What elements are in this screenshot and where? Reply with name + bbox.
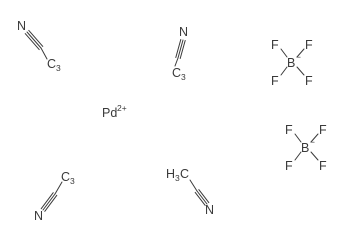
fluorine-atom: F — [305, 38, 313, 52]
acetonitrile-1: N C 3 — [17, 19, 61, 73]
nitrogen-atom: N — [205, 203, 214, 217]
triple-bond-line — [26, 31, 42, 49]
single-bond-line — [54, 181, 63, 195]
hydrogen-atom: H — [166, 167, 175, 181]
triple-bond-line — [196, 190, 208, 205]
boron-atom: B — [287, 56, 295, 70]
fluorine-atom: F — [305, 74, 313, 88]
triple-bond-line — [175, 39, 182, 58]
methyl-carbon: C — [180, 167, 189, 181]
boron-charge: − — [296, 52, 301, 62]
single-bond-line — [296, 66, 305, 76]
palladium-charge: 2+ — [117, 103, 127, 113]
triple-bond-line — [198, 189, 210, 204]
single-bond-line — [280, 48, 288, 58]
fluorine-atom: F — [271, 74, 279, 88]
nitrogen-atom: N — [17, 19, 26, 33]
acetonitrile-2: N C 3 — [172, 25, 188, 82]
methyl-carbon: C — [47, 57, 56, 71]
triple-bond-line — [44, 194, 58, 212]
methyl-carbon: C — [61, 170, 70, 184]
palladium-ion: Pd 2+ — [102, 103, 127, 120]
methyl-subscript: 3 — [175, 173, 180, 183]
single-bond-line — [280, 66, 288, 76]
tetrafluoroborate-2: F F B − F F — [285, 123, 327, 173]
triple-bond-line — [194, 191, 206, 206]
acetonitrile-3: N C 3 — [34, 170, 75, 223]
single-bond-line — [296, 48, 305, 58]
fluorine-atom: F — [319, 159, 327, 173]
single-bond-line — [189, 179, 198, 192]
boron-atom: B — [301, 141, 309, 155]
fluorine-atom: F — [285, 159, 293, 173]
tetrafluoroborate-1: F F B − F F — [271, 38, 313, 88]
nitrogen-atom: N — [179, 25, 188, 39]
triple-bond-line — [177, 39, 184, 59]
triple-bond-line — [28, 29, 44, 47]
fluorine-atom: F — [271, 38, 279, 52]
single-bond-line — [174, 57, 179, 67]
single-bond-line — [310, 133, 319, 143]
boron-charge: − — [310, 137, 315, 147]
triple-bond-line — [42, 193, 56, 211]
triple-bond-line — [24, 33, 40, 51]
palladium-symbol: Pd — [102, 106, 117, 120]
single-bond-line — [310, 151, 319, 161]
triple-bond-line — [179, 40, 186, 59]
acetonitrile-4: H 3 C N — [166, 167, 214, 217]
fluorine-atom: F — [285, 123, 293, 137]
single-bond-line — [40, 47, 48, 60]
triple-bond-line — [40, 192, 54, 210]
single-bond-line — [294, 151, 302, 161]
nitrogen-atom: N — [34, 209, 43, 223]
methyl-subscript: 3 — [70, 176, 75, 186]
methyl-carbon: C — [172, 66, 181, 80]
fluorine-atom: F — [319, 123, 327, 137]
methyl-subscript: 3 — [181, 72, 186, 82]
methyl-subscript: 3 — [56, 63, 61, 73]
single-bond-line — [294, 133, 302, 143]
